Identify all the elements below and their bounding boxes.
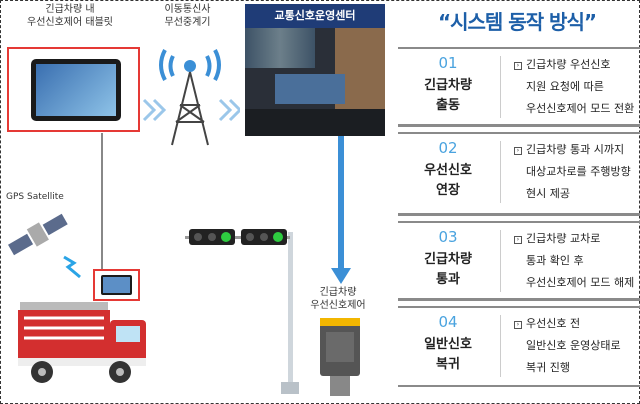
caption-line: 우선신호제어 bbox=[310, 300, 366, 311]
step-desc: 긴급차량 우선신호 bbox=[526, 58, 611, 71]
caption-line: 무선중계기 bbox=[164, 17, 211, 28]
step-number: 04 bbox=[438, 313, 458, 331]
step-name: 일반신호 bbox=[424, 337, 472, 352]
step-desc: 현시 제공 bbox=[526, 187, 570, 200]
caption-line: 긴급차량 bbox=[319, 287, 357, 298]
control-center-photo: 교통신호운영센터 bbox=[245, 4, 385, 136]
step-desc: 우선신호제어 모드 해제 bbox=[526, 276, 635, 289]
step-number: 03 bbox=[438, 228, 458, 246]
caption-line: 긴급차량 내 bbox=[45, 4, 95, 15]
down-arrow-icon bbox=[331, 136, 351, 284]
step-desc: 통과 확인 후 bbox=[526, 254, 584, 267]
tablet-caption: 긴급차량 내 우선신호제어 태블릿 bbox=[0, 3, 140, 29]
fire-truck-icon bbox=[18, 302, 146, 383]
step-desc: 일반신호 운영상태로 bbox=[526, 339, 621, 352]
step-name: 우선신호 bbox=[424, 163, 472, 178]
step-desc: 우선신호제어 모드 전환 bbox=[526, 102, 635, 115]
step-desc: 우선신호 전 bbox=[526, 317, 581, 330]
step-name: 통과 bbox=[436, 272, 460, 287]
tablet-illustration bbox=[7, 47, 140, 132]
bullet-icon: › bbox=[514, 321, 522, 329]
tablet-icon bbox=[31, 59, 121, 121]
caption-line: 이동통신사 bbox=[164, 4, 211, 15]
step-name: 출동 bbox=[436, 98, 460, 113]
satellite-icon bbox=[8, 213, 81, 279]
step-desc: 긴급차량 통과 시까지 bbox=[526, 143, 625, 156]
step-name: 긴급차량 bbox=[424, 252, 472, 267]
step-number: 01 bbox=[438, 54, 458, 72]
signal-control-caption: 긴급차량 우선신호제어 bbox=[298, 286, 378, 312]
step-desc: 지원 요청에 따른 bbox=[526, 80, 604, 93]
step-name: 긴급차량 bbox=[424, 78, 472, 93]
step-name: 연장 bbox=[436, 183, 460, 198]
vehicle-tablet bbox=[93, 269, 140, 301]
bullet-icon: › bbox=[514, 62, 522, 70]
step-desc: 긴급차량 교차로 bbox=[526, 232, 601, 245]
step-desc: 복귀 진행 bbox=[526, 361, 570, 374]
gps-label: GPS Satellite bbox=[6, 192, 64, 202]
bullet-icon: › bbox=[514, 147, 522, 155]
control-center-title: 교통신호운영센터 bbox=[245, 4, 385, 28]
step-desc: 대상교차로를 주행방향 bbox=[526, 165, 631, 178]
bullet-icon: › bbox=[514, 236, 522, 244]
panel-title: “시스템 동작 방식” bbox=[437, 10, 597, 34]
caption-line: 우선신호제어 태블릿 bbox=[27, 17, 113, 28]
step-name: 복귀 bbox=[436, 357, 460, 372]
relay-caption: 이동통신사 무선중계기 bbox=[140, 3, 235, 29]
traffic-signal-icon bbox=[185, 229, 299, 394]
radio-tower-icon bbox=[142, 49, 240, 146]
step-number: 02 bbox=[438, 139, 458, 157]
connector-line bbox=[101, 133, 103, 269]
signal-controller-icon bbox=[320, 318, 360, 396]
